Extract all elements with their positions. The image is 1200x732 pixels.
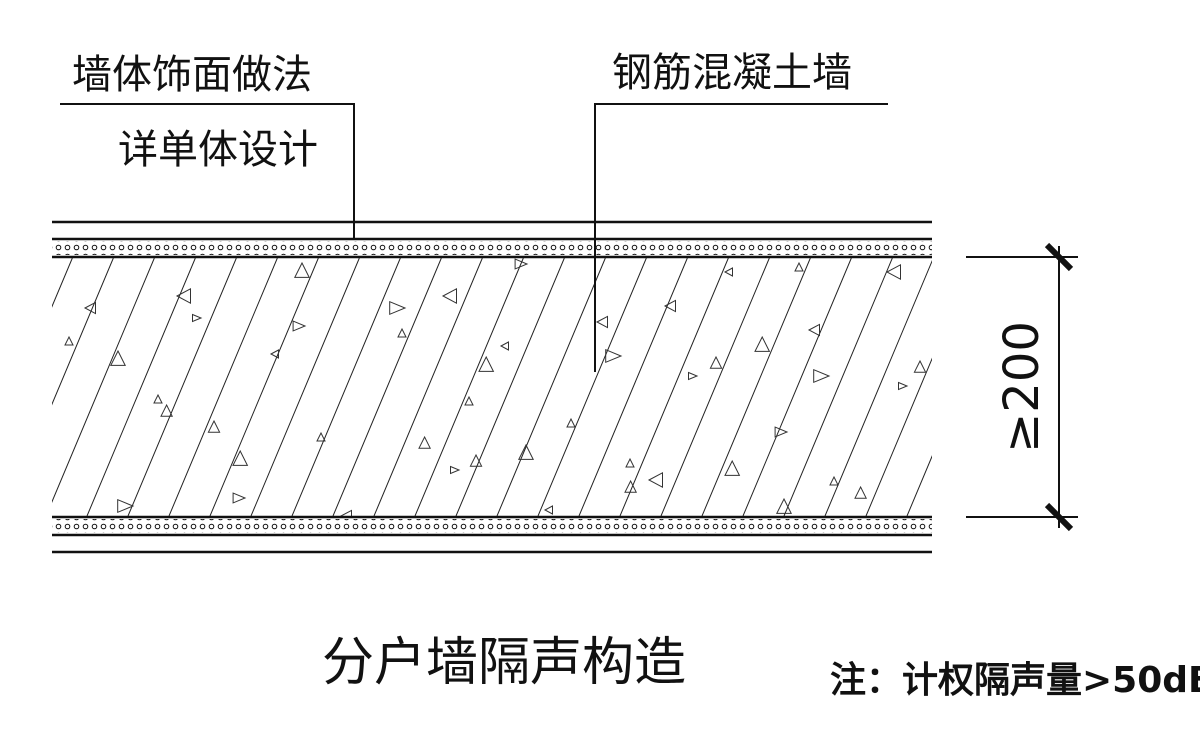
hatch-line <box>52 258 155 504</box>
aggregate-mark <box>478 355 495 372</box>
concrete-aggregate-marks <box>64 258 927 516</box>
aggregate-mark <box>807 323 820 337</box>
hatch-line <box>783 258 893 516</box>
aggregate-mark <box>566 417 576 428</box>
hatch-line <box>496 258 606 516</box>
hatch-line <box>824 259 932 516</box>
aggregate-mark <box>397 327 407 338</box>
aggregate-mark <box>316 431 326 442</box>
hatch-line <box>291 258 401 516</box>
hatch-line <box>619 258 729 516</box>
aggregate-mark <box>207 419 221 433</box>
aggregate-mark <box>469 453 483 467</box>
aggregate-mark <box>450 465 461 475</box>
aggregate-mark <box>269 349 279 359</box>
dimension-value: ≥200 <box>994 321 1050 453</box>
aggregate-mark <box>774 426 789 438</box>
aggregate-mark <box>829 475 839 486</box>
aggregate-mark <box>754 335 771 352</box>
note-sound-insulation: 注：计权隔声量>50dB <box>830 660 1200 701</box>
aggregate-mark <box>499 341 509 351</box>
aggregate-mark <box>418 435 432 449</box>
hatch-line <box>414 258 524 516</box>
hatch-line <box>660 258 770 516</box>
aggregate-mark <box>175 287 191 305</box>
hatch-line <box>0 258 31 516</box>
aggregate-mark <box>885 263 901 281</box>
aggregate-mark <box>339 509 352 516</box>
aggregate-mark <box>292 320 307 332</box>
aggregate-mark <box>160 403 174 417</box>
hatch-line <box>209 258 319 516</box>
hatch-line <box>86 258 196 516</box>
aggregate-mark <box>723 267 733 277</box>
dimension-line <box>966 242 1078 532</box>
aggregate-mark <box>117 498 135 514</box>
hatch-line <box>373 258 483 516</box>
hatch-line <box>537 258 647 516</box>
rc-wall-core <box>0 258 1179 516</box>
aggregate-mark <box>232 492 247 504</box>
hatch-line <box>52 258 73 308</box>
aggregate-mark <box>514 258 529 270</box>
hatch-line <box>1071 258 1179 516</box>
hatch-line <box>168 258 278 516</box>
aggregate-mark <box>153 393 163 404</box>
aggregate-mark <box>464 395 474 406</box>
hatch-line <box>455 258 565 516</box>
aggregate-mark <box>595 315 608 329</box>
aggregate-mark <box>543 505 553 515</box>
aggregate-mark <box>794 261 804 272</box>
aggregate-mark <box>663 299 676 313</box>
aggregate-mark <box>647 471 663 489</box>
hatch-line <box>742 258 852 516</box>
aggregate-mark <box>709 355 723 369</box>
hatch-line <box>52 258 114 406</box>
aggregate-mark <box>232 449 249 466</box>
aggregate-mark <box>517 443 535 460</box>
finish-layer-top <box>52 220 932 259</box>
finish-layer-bottom <box>52 515 932 554</box>
drawing-title: 分户墙隔声构造 <box>322 633 686 693</box>
label-finish-detail: 详单体设计 <box>118 127 318 173</box>
aggregate-mark <box>854 485 868 499</box>
aggregate-mark <box>625 457 635 468</box>
concrete-hatch <box>0 258 1179 516</box>
label-finish-method: 墙体饰面做法 <box>72 52 312 98</box>
hatch-line <box>127 258 237 516</box>
aggregate-mark <box>624 479 638 493</box>
aggregate-mark <box>724 459 741 476</box>
aggregate-mark <box>192 313 203 323</box>
hatch-line <box>701 258 811 516</box>
hatch-line <box>578 258 688 516</box>
leader-finish <box>60 103 355 240</box>
aggregate-mark <box>441 287 457 305</box>
aggregate-mark <box>83 301 96 315</box>
aggregate-mark <box>605 348 623 364</box>
aggregate-mark <box>813 368 831 384</box>
aggregate-mark <box>293 261 311 278</box>
aggregate-mark <box>389 300 407 316</box>
aggregate-mark <box>688 371 699 381</box>
hatch-line <box>865 357 932 516</box>
aggregate-mark <box>109 349 127 366</box>
hatch-line <box>250 258 360 516</box>
aggregate-mark <box>913 359 927 373</box>
aggregate-mark <box>775 497 793 514</box>
aggregate-mark <box>64 335 74 346</box>
leader-concrete <box>594 103 888 372</box>
hatch-line <box>332 258 442 516</box>
aggregate-mark <box>898 381 909 391</box>
label-concrete-wall: 钢筋混凝土墙 <box>612 50 852 96</box>
hatch-line <box>906 455 932 516</box>
